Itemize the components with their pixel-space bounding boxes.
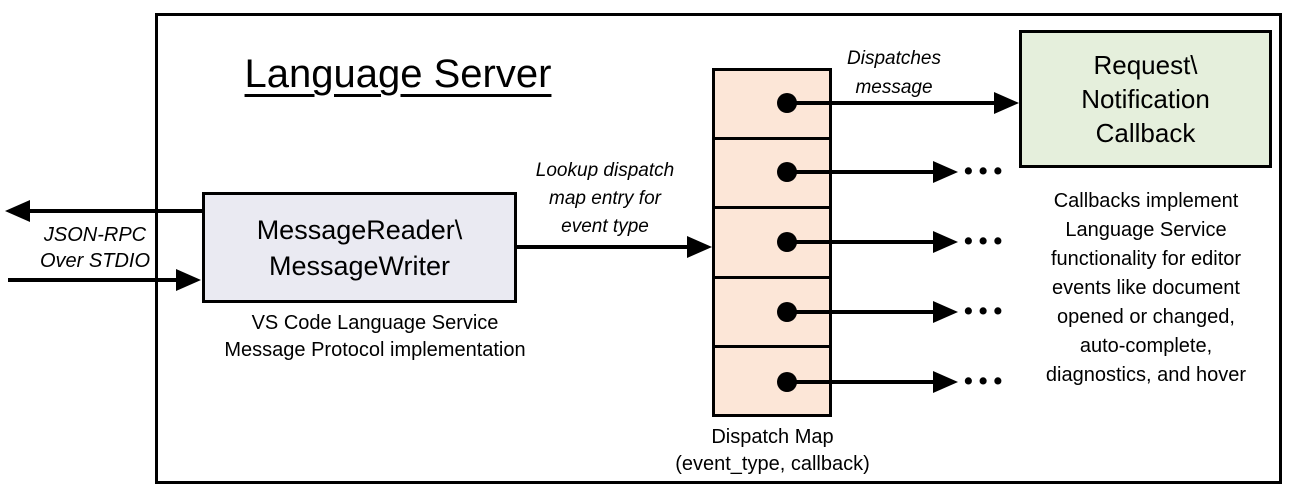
io-label-line1: JSON-RPC bbox=[43, 224, 147, 246]
io-label-line2: Over STDIO bbox=[39, 250, 150, 272]
dispatch-map-caption-line2: (event_type, callback) bbox=[675, 453, 870, 475]
callback-caption-line: diagnostics, and hover bbox=[1045, 364, 1247, 386]
ellipsis: ••• bbox=[964, 367, 1009, 395]
callback-box-line3: Callback bbox=[1095, 118, 1196, 148]
dispatch-map-caption: Dispatch Map (event_type, callback) bbox=[650, 424, 895, 478]
dispatch-map-cell bbox=[715, 206, 829, 276]
ellipsis: ••• bbox=[964, 227, 1009, 255]
dispatch-map-cell bbox=[715, 137, 829, 207]
message-reader-writer-box: MessageReader\ MessageWriter bbox=[202, 192, 517, 303]
dispatches-label: Dispatches message bbox=[828, 44, 960, 102]
dispatches-label-line2: message bbox=[855, 77, 933, 98]
lookup-label: Lookup dispatch map entry for event type bbox=[515, 157, 695, 241]
callback-caption: Callbacks implement Language Service fun… bbox=[1017, 187, 1275, 390]
callback-box-line1: Request\ bbox=[1093, 50, 1198, 80]
callback-caption-line: Callbacks implement bbox=[1053, 190, 1239, 212]
dispatch-map-cell bbox=[715, 275, 829, 345]
callback-box-line2: Notification bbox=[1081, 84, 1210, 114]
callback-caption-line: functionality for editor bbox=[1050, 248, 1242, 270]
callback-caption-line: auto-complete, bbox=[1079, 335, 1213, 357]
reader-caption-line1: VS Code Language Service bbox=[251, 312, 499, 334]
callback-caption-line: opened or changed, bbox=[1057, 306, 1235, 328]
lookup-label-line3: event type bbox=[561, 216, 649, 237]
request-notification-callback-box: Request\ Notification Callback bbox=[1019, 30, 1272, 168]
callback-caption-line: events like document bbox=[1052, 277, 1240, 299]
dispatch-map-cell bbox=[715, 344, 829, 415]
language-server-boundary bbox=[155, 13, 1282, 484]
io-label: JSON-RPC Over STDIO bbox=[15, 222, 175, 274]
ellipsis: ••• bbox=[964, 297, 1009, 325]
lookup-label-line1: Lookup dispatch bbox=[535, 160, 675, 181]
ellipsis: ••• bbox=[964, 157, 1009, 185]
stdio-out-arrowhead-icon bbox=[5, 200, 30, 222]
dispatch-map bbox=[712, 68, 832, 417]
dispatch-map-cell bbox=[715, 71, 829, 138]
dispatch-map-caption-line1: Dispatch Map bbox=[711, 426, 834, 448]
callback-caption-line: Language Service bbox=[1065, 219, 1227, 241]
reader-box-line2: MessageWriter bbox=[268, 250, 451, 281]
reader-caption: VS Code Language Service Message Protoco… bbox=[180, 310, 570, 364]
dispatches-label-line1: Dispatches bbox=[847, 48, 941, 69]
lookup-label-line2: map entry for bbox=[549, 188, 661, 209]
diagram-title: Language Server bbox=[244, 52, 552, 96]
reader-box-line1: MessageReader\ bbox=[256, 214, 463, 245]
reader-caption-line2: Message Protocol implementation bbox=[224, 339, 526, 361]
